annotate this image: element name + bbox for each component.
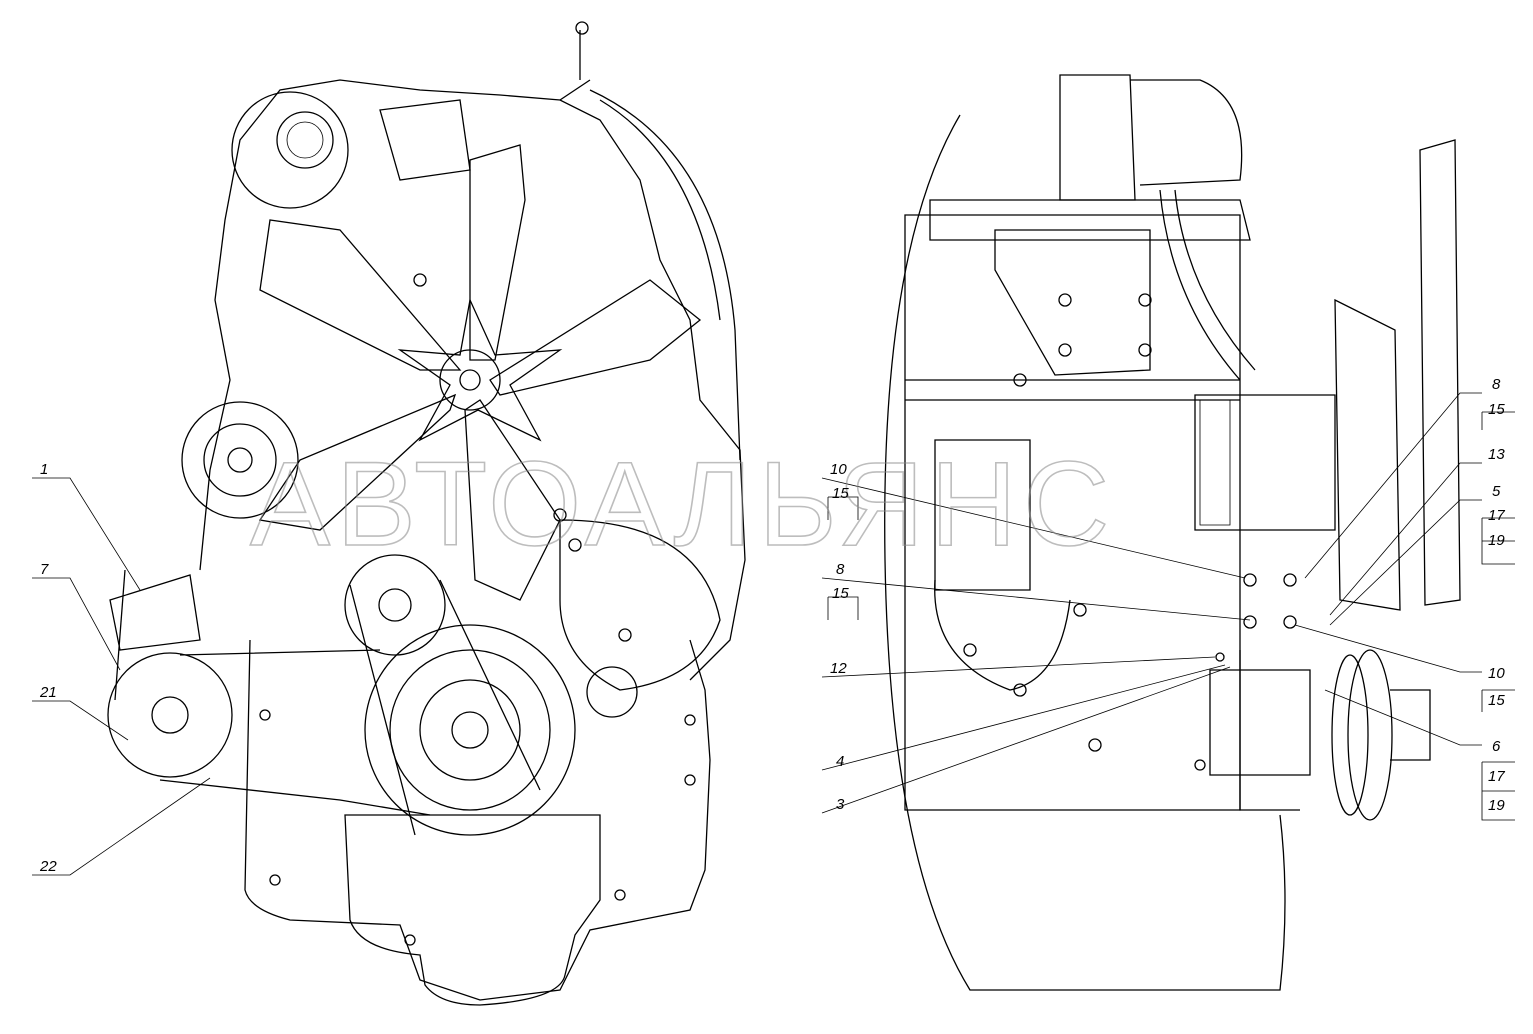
callout-7: 7 — [40, 561, 49, 578]
callout-8-left: 8 — [836, 561, 845, 578]
callout-15-left-a: 15 — [832, 485, 849, 502]
callout-10-right: 10 — [1488, 665, 1505, 682]
callout-8-top: 8 — [1492, 376, 1501, 393]
callout-6: 6 — [1492, 738, 1501, 755]
callout-19-bottom: 19 — [1488, 797, 1505, 814]
callout-15-top: 15 — [1488, 401, 1505, 418]
callout-22: 22 — [39, 858, 57, 875]
watermark-text: АВТОАЛЬЯНС — [250, 437, 1115, 571]
callout-12: 12 — [830, 660, 847, 677]
callout-15-left-b: 15 — [832, 585, 849, 602]
callout-17-bottom: 17 — [1488, 768, 1505, 785]
callout-21: 21 — [39, 684, 57, 701]
left-engine-view — [32, 21, 746, 1006]
callout-4: 4 — [836, 753, 844, 770]
callout-17-top: 17 — [1488, 507, 1505, 524]
callout-19-top: 19 — [1488, 532, 1505, 549]
callout-5: 5 — [1492, 483, 1501, 500]
callout-3: 3 — [836, 796, 845, 813]
callout-10-left: 10 — [830, 461, 847, 478]
callout-1: 1 — [40, 461, 48, 478]
callout-13: 13 — [1488, 446, 1505, 463]
callout-15-right: 15 — [1488, 692, 1505, 709]
right-engine-view — [821, 74, 1515, 991]
